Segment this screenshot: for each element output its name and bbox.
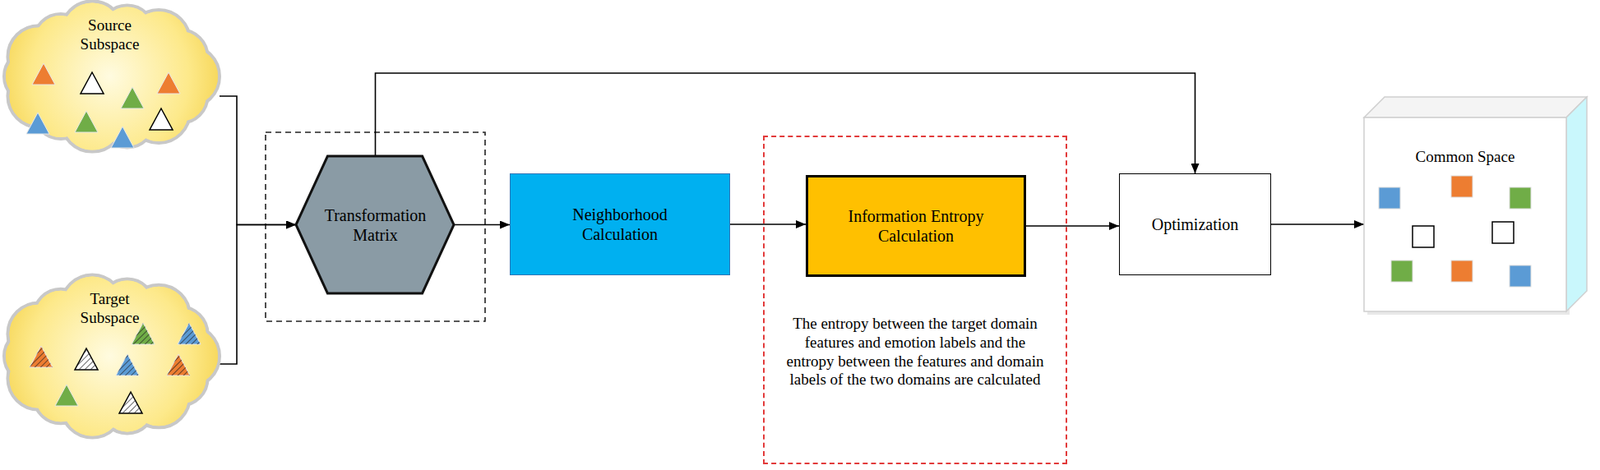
node-label: Optimization xyxy=(1151,214,1240,235)
node-label: Common Space xyxy=(1364,147,1567,167)
process-box: Neighborhood Calculation xyxy=(509,173,731,276)
node-label: Neighborhood Calculation xyxy=(558,204,682,245)
node-label: Source Subspace xyxy=(69,16,152,55)
text-holder: Target Subspace xyxy=(0,290,220,329)
flow-arrow xyxy=(219,96,296,226)
node-label: The entropy between the target domain fe… xyxy=(782,314,1048,390)
flow-arrow xyxy=(454,224,510,227)
node-label: Target Subspace xyxy=(69,290,152,329)
text-holder: The entropy between the target domain fe… xyxy=(782,314,1048,390)
flow-arrow xyxy=(1271,223,1365,226)
process-box: Information Entropy Calculation xyxy=(805,175,1027,278)
flow-arrow xyxy=(730,223,806,226)
text-holder: Neighborhood Calculation xyxy=(558,204,682,245)
node-label: Information Entropy Calculation xyxy=(829,206,1003,246)
space-cube: Common Space xyxy=(1364,97,1587,312)
process-box: Optimization xyxy=(1119,173,1272,276)
dashed-group-frame xyxy=(265,132,486,322)
flow-arrow xyxy=(375,73,1196,174)
cube-outline xyxy=(1364,97,1587,312)
text-holder: Source Subspace xyxy=(0,16,220,55)
hex-outline xyxy=(295,156,454,294)
text-holder: Common Space xyxy=(1364,147,1567,167)
process-hexagon: Transformation Matrix xyxy=(295,156,455,294)
text-holder: Optimization xyxy=(1151,214,1240,235)
subspace-cloud: Target Subspace xyxy=(0,273,220,440)
text-holder: Information Entropy Calculation xyxy=(829,206,1003,246)
dashed-region: The entropy between the target domain fe… xyxy=(763,135,1068,465)
flow-arrow xyxy=(219,225,296,366)
subspace-cloud: Source Subspace xyxy=(0,0,220,153)
flow-arrow xyxy=(1026,225,1120,227)
text-holder: Transformation Matrix xyxy=(307,205,444,246)
node-label: Transformation Matrix xyxy=(307,205,444,246)
